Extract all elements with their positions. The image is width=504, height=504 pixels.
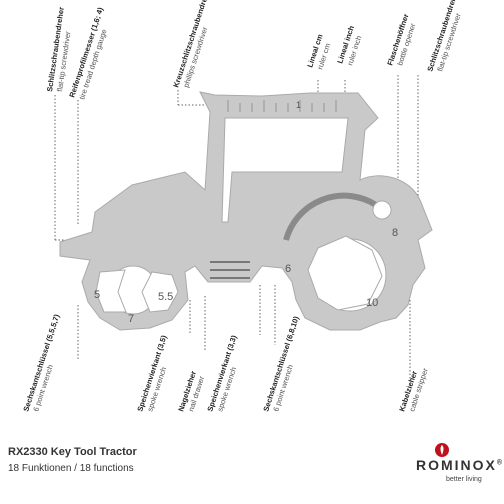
- bottom-labels: Sechskantschlüssel (5,5,5,7) 6 point wre…: [21, 313, 430, 413]
- mark-1: 1: [296, 100, 301, 110]
- tractor-tool: [59, 91, 433, 331]
- rominox-logo-icon: [435, 443, 449, 457]
- tool-marks: 5 7 5.5 6 8 10 1: [94, 100, 398, 325]
- mark-8: 8: [392, 227, 398, 239]
- mark-7: 7: [128, 313, 134, 325]
- top-labels: Schlitzschraubendreher flat-tip screwdri…: [45, 0, 463, 101]
- product-subtitle: 18 Funktionen / 18 functions: [8, 463, 134, 474]
- mark-6: 6: [285, 263, 291, 275]
- brand-name: ROMINOX®: [416, 457, 504, 473]
- mark-5: 5: [94, 289, 100, 301]
- brand-tagline: better living: [446, 476, 482, 483]
- mark-5-5: 5.5: [158, 291, 173, 303]
- mark-10: 10: [366, 297, 378, 309]
- leader-lines: [54, 75, 419, 380]
- product-title: RX2330 Key Tool Tractor: [8, 446, 137, 458]
